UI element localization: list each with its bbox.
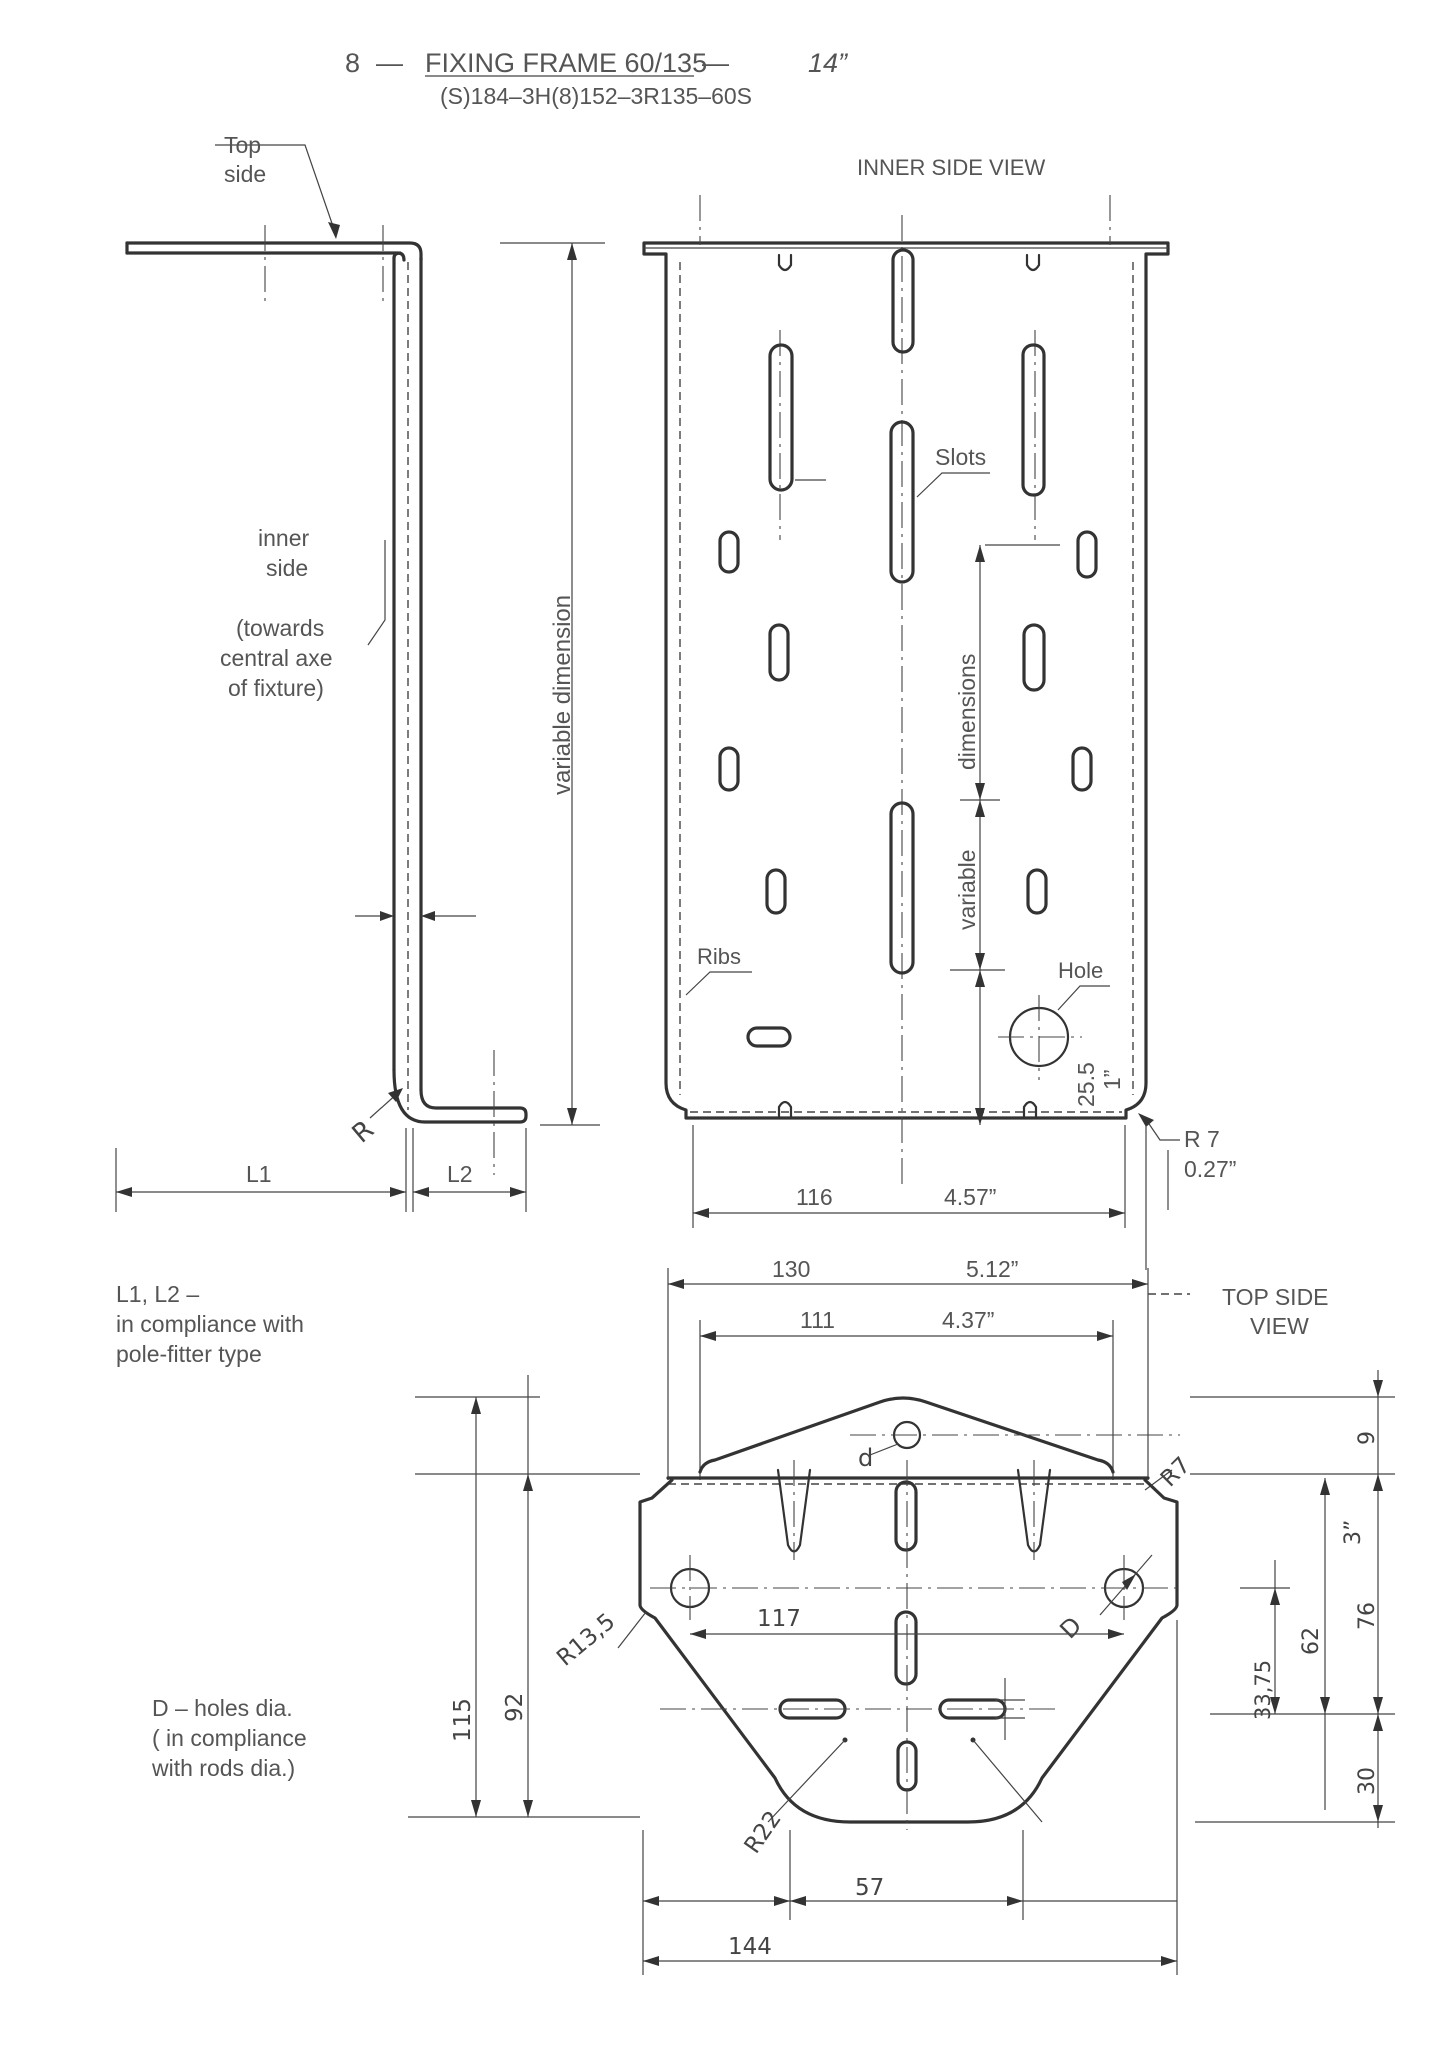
slot (746, 1026, 792, 1048)
dim-130-mm: 130 (772, 1256, 810, 1282)
dimensions-label: dimensions (954, 654, 980, 770)
title-code: (S)184–3H(8)152–3R135–60S (440, 83, 752, 109)
slot (765, 868, 787, 915)
variable-dimension-label: variable dimension (549, 595, 576, 795)
top-view-slot (894, 1610, 918, 1686)
top-view-slot (894, 1480, 918, 1552)
inner-side-label-2: side (266, 555, 308, 581)
dim-25-5-label: 25.5 (1073, 1062, 1099, 1107)
inner-side-view: INNER SIDE VIEW (642, 155, 1236, 1270)
side-view: Top side inner side (towards central axe… (115, 132, 605, 1212)
r13-5-label: R13,5 (552, 1608, 620, 1671)
title-name: FIXING FRAME 60/135 (425, 48, 707, 78)
slot (718, 530, 740, 574)
dim-76-label: 76 (1355, 1602, 1380, 1630)
inner-view-plate-outline (642, 241, 1170, 1120)
top-view-body-outline (638, 1478, 1179, 1824)
hole-leader (1057, 985, 1110, 1011)
r22-label: R22 (740, 1806, 787, 1858)
slot (1076, 530, 1098, 579)
dim-62-label: 62 (1299, 1627, 1324, 1655)
top-side-label-2: side (224, 161, 266, 187)
slots-label: Slots (935, 444, 986, 470)
d-big-label: D (1054, 1611, 1087, 1644)
l2-label: L2 (447, 1161, 473, 1187)
width-116-mm: 116 (796, 1184, 833, 1210)
slot (1022, 623, 1046, 692)
top-view-title-2: VIEW (1250, 1313, 1309, 1339)
slot (1071, 746, 1093, 792)
radius-label: R (347, 1115, 380, 1150)
dim-57-label: 57 (855, 1875, 884, 1901)
note-l-1: L1, L2 – (116, 1281, 199, 1307)
r7-leader (1144, 1117, 1180, 1141)
top-view-title-1: TOP SIDE (1222, 1284, 1329, 1310)
note-d-3: with rods dia.) (151, 1755, 295, 1781)
towards-label-3: of fixture) (228, 675, 324, 701)
ribs-leader (685, 971, 752, 996)
dim-92-label: 92 (502, 1693, 528, 1722)
slots-leader (916, 472, 990, 498)
ribs-label: Ribs (697, 944, 741, 969)
slot (889, 801, 915, 975)
top-side-leader (215, 144, 337, 236)
dim-3in-label: 3” (1341, 1520, 1366, 1545)
note-d-1: D – holes dia. (152, 1695, 293, 1721)
dim-9-label: 9 (1355, 1431, 1380, 1445)
dim-130-in: 5.12” (966, 1256, 1018, 1282)
slot (768, 623, 790, 682)
inner-view-title: INNER SIDE VIEW (857, 155, 1045, 180)
top-side-label-1: Top (224, 132, 261, 158)
title-dash-2: — (702, 48, 729, 78)
towards-label-2: central axe (220, 645, 333, 671)
variable-label: variable (954, 849, 980, 930)
dim-111-in: 4.37” (942, 1307, 994, 1333)
slot (891, 248, 915, 354)
side-view-bottom-foot (392, 1068, 528, 1124)
notes: L1, L2 – in compliance with pole-fitter … (116, 1281, 307, 1781)
slot (889, 420, 915, 584)
title-dash-1: — (376, 48, 403, 78)
slot (718, 746, 740, 792)
inner-side-leader (367, 540, 386, 646)
dim-33-75-label: 33,75 (1251, 1660, 1275, 1720)
top-view-triangle-flange (698, 1396, 1115, 1474)
dim-117-label: 117 (757, 1606, 801, 1632)
dim-1in-label: 1” (1099, 1070, 1125, 1090)
inner-side-label-1: inner (258, 525, 309, 551)
width-116-in: 4.57” (944, 1184, 996, 1210)
note-l-2: in compliance with (116, 1311, 304, 1337)
dim-115-label: 115 (450, 1698, 476, 1742)
note-l-3: pole-fitter type (116, 1341, 262, 1367)
slot (1026, 868, 1048, 915)
r7-label: R 7 (1184, 1126, 1220, 1152)
slot (1021, 343, 1046, 497)
side-view-top-flange (125, 241, 423, 262)
slot (768, 343, 794, 492)
top-side-view: TOP SIDE VIEW 130 5.12” 111 4.37” d R7 (408, 1256, 1395, 1975)
title-size: 14” (808, 48, 848, 78)
dim-111-mm: 111 (800, 1307, 835, 1333)
r7-in-label: 0.27” (1184, 1156, 1236, 1182)
d-small-label: d (858, 1444, 873, 1472)
towards-label-1: (towards (236, 615, 324, 641)
dim-144-label: 144 (728, 1934, 772, 1960)
l1-label: L1 (246, 1161, 272, 1187)
r7-top-label: R7 (1156, 1452, 1196, 1492)
dim-30-label: 30 (1355, 1767, 1380, 1795)
hole-label: Hole (1058, 958, 1103, 983)
note-d-2: ( in compliance (152, 1725, 307, 1751)
title-block: 8 — FIXING FRAME 60/135 — 14” (S)184–3H(… (345, 48, 848, 109)
title-number: 8 (345, 48, 360, 78)
